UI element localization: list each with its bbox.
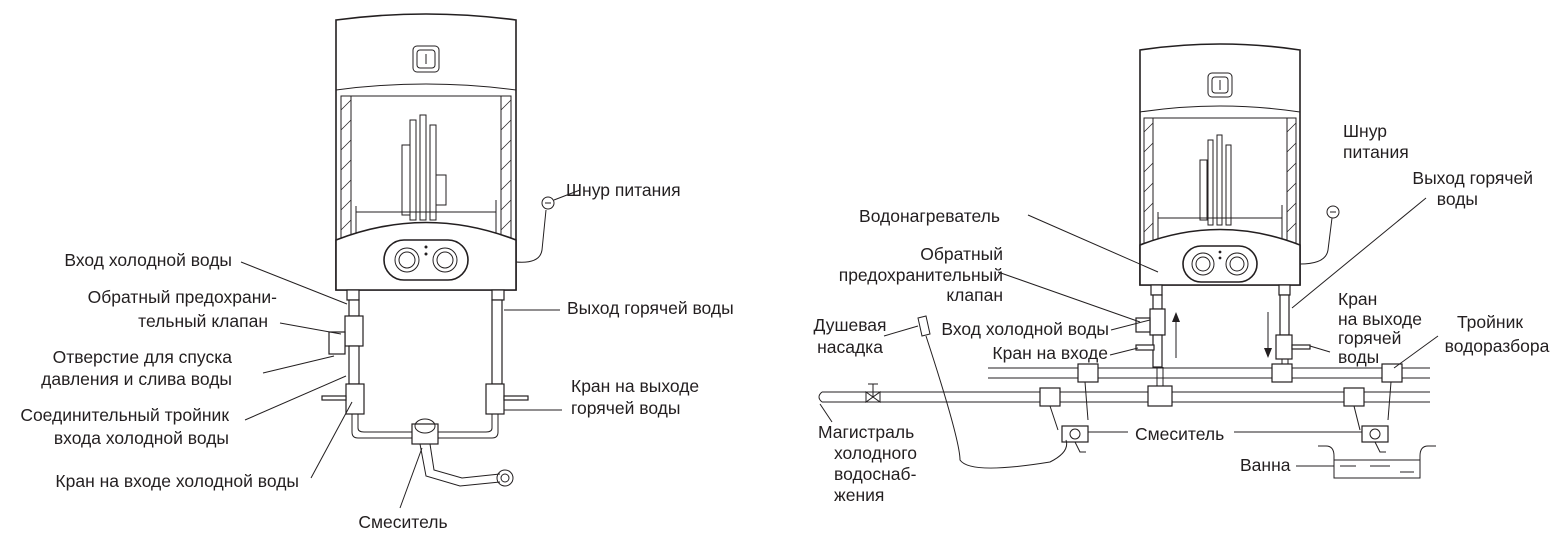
right-label-shower-1: Душевая xyxy=(813,315,886,335)
right-label-valve-3: клапан xyxy=(946,285,1003,305)
right-label-shower-2: насадка xyxy=(817,337,883,357)
right-label-hot-tap-4: воды xyxy=(1338,347,1379,367)
right-control-knob-2 xyxy=(1225,252,1249,276)
right-label-heater: Водонагреватель xyxy=(859,206,1000,226)
left-label-drain-1: Отверстие для спуска xyxy=(53,347,233,367)
right-heating-element xyxy=(1157,134,1283,245)
left-power-indicator-icon xyxy=(412,45,440,73)
right-label-main-1: Магистраль xyxy=(818,422,914,442)
left-label-cold-inlet: Вход холодной воды xyxy=(64,250,232,270)
bathtub-icon xyxy=(1318,445,1436,479)
right-mixer-bath xyxy=(1361,425,1389,453)
right-label-main-4: жения xyxy=(834,485,884,505)
right-label-tee-2: водоразбора xyxy=(1445,336,1550,356)
right-label-power-2: питания xyxy=(1343,142,1409,162)
right-heater xyxy=(1139,43,1340,296)
left-piping xyxy=(321,299,529,487)
right-piping xyxy=(818,294,1436,479)
right-control-knob-1 xyxy=(1191,252,1215,276)
left-control-knob-2 xyxy=(432,247,458,273)
right-label-cold-inlet: Вход холодной воды xyxy=(941,319,1109,339)
left-label-cold-tap: Кран на входе холодной воды xyxy=(55,471,299,491)
right-power-cord xyxy=(1299,205,1340,265)
left-label-mixer: Смеситель xyxy=(358,512,447,532)
left-label-power-cord: Шнур питания xyxy=(566,180,681,200)
right-label-tee-1: Тройник xyxy=(1457,312,1523,332)
right-leaders xyxy=(819,197,1439,467)
right-label-hot-tap-1: Кран xyxy=(1338,289,1377,309)
left-heater xyxy=(335,13,555,301)
left-power-cord xyxy=(515,196,555,263)
left-label-hot-tap-2: горячей воды xyxy=(571,398,680,418)
right-label-valve-1: Обратный xyxy=(920,244,1003,264)
right-label-valve-2: предохранительный xyxy=(839,265,1003,285)
left-heating-element xyxy=(355,114,497,240)
right-label-main-2: холодного xyxy=(834,443,917,463)
left-label-drain-2: давления и слива воды xyxy=(41,369,232,389)
right-power-indicator-icon xyxy=(1207,72,1233,98)
left-label-hot-outlet: Выход горячей воды xyxy=(567,298,734,318)
left-label-valve-1: Обратный предохрани- xyxy=(88,287,278,307)
left-mixer xyxy=(411,418,514,487)
right-label-hot-out-2: воды xyxy=(1437,189,1478,209)
right-label-inlet-tap: Кран на входе xyxy=(992,343,1108,363)
right-label-mixer: Смеситель xyxy=(1135,424,1224,444)
shower-head-icon xyxy=(917,315,1068,469)
left-label-tee-1: Соединительный тройник xyxy=(20,405,229,425)
main-supply-valve-icon xyxy=(865,383,881,403)
right-label-power-1: Шнур xyxy=(1343,121,1387,141)
right-mixer-shower xyxy=(1061,425,1089,453)
left-label-hot-tap-1: Кран на выходе xyxy=(571,376,699,396)
right-label-main-3: водоснаб- xyxy=(834,464,917,484)
right-label-hot-out-1: Выход горячей xyxy=(1412,168,1533,188)
left-label-tee-2: входа холодной воды xyxy=(54,428,229,448)
right-label-hot-tap-2: на выходе xyxy=(1338,309,1422,329)
left-leaders xyxy=(240,189,581,509)
right-label-bath: Ванна xyxy=(1240,455,1291,475)
left-control-knob-1 xyxy=(394,247,420,273)
left-label-valve-2: тельный клапан xyxy=(138,311,268,331)
right-label-hot-tap-3: горячей xyxy=(1338,328,1401,348)
